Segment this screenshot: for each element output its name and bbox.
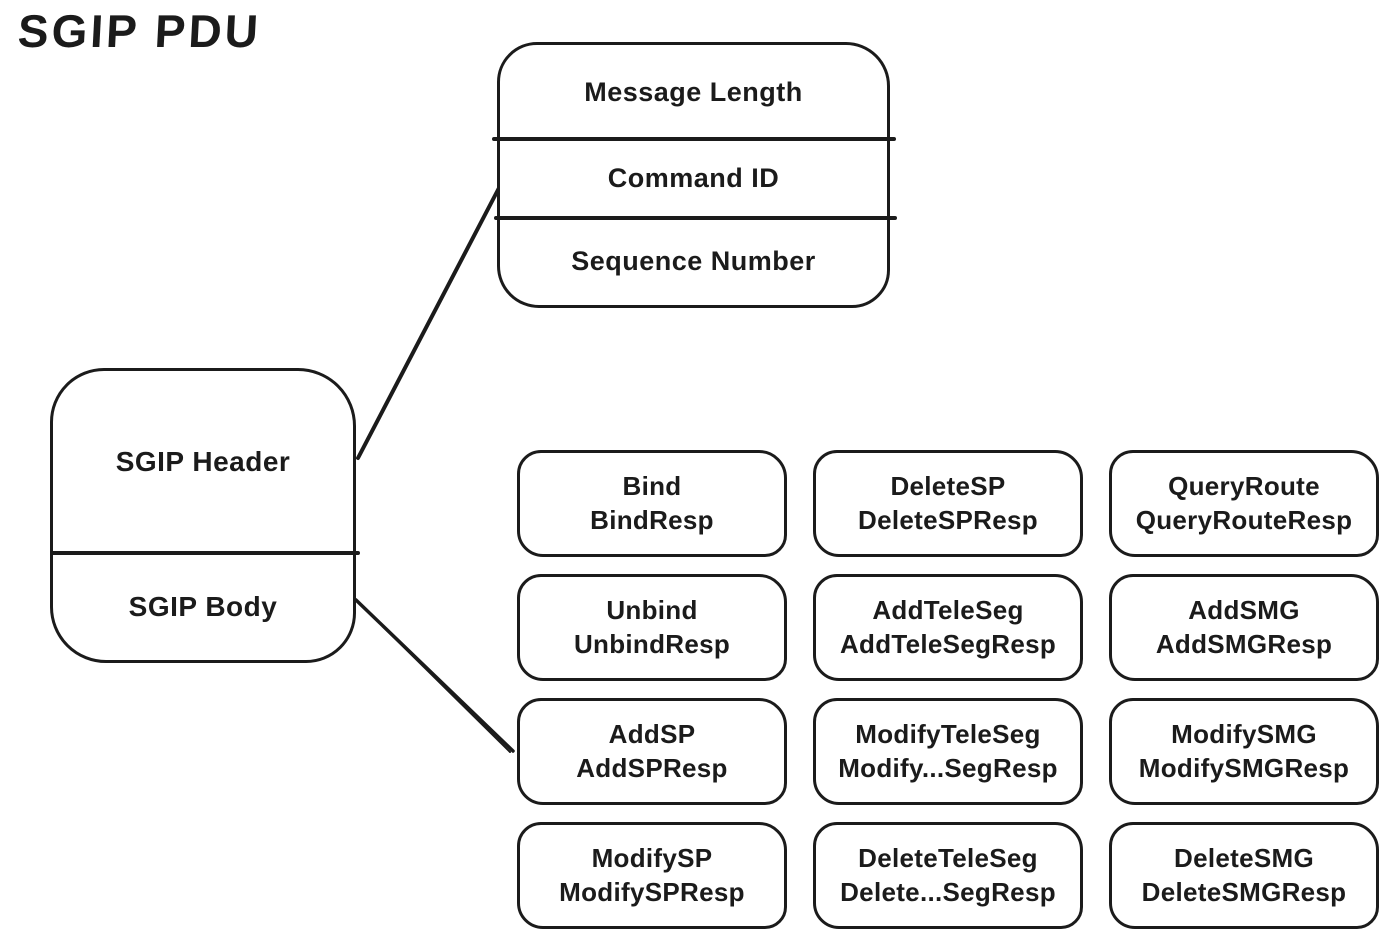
node-label: AddSP [608, 718, 696, 749]
node-label: ModifySMGResp [1138, 752, 1350, 783]
field-command-id: Command ID [607, 163, 780, 193]
node-label: ModifySPResp [559, 876, 745, 907]
node-label: AddSMG [1188, 594, 1300, 625]
node-label: Unbind [606, 594, 698, 625]
edge-body-line-doublestroke [352, 596, 511, 753]
node-deleteteleseg: DeleteTeleSeg Delete...SegResp [813, 822, 1083, 929]
node-label: Bind [622, 470, 682, 501]
node-label: DeleteSPResp [858, 504, 1038, 535]
node-label: Delete...SegResp [840, 876, 1056, 907]
node-label: DeleteTeleSeg [858, 842, 1038, 873]
node-label: AddSMGResp [1155, 628, 1333, 659]
node-bind: Bind BindResp [517, 450, 787, 557]
node-label: Modify...SegResp [838, 752, 1058, 783]
divider [51, 551, 360, 555]
node-label: UnbindResp [573, 628, 731, 659]
edge-body-line [354, 598, 515, 753]
node-label: AddTeleSeg [872, 594, 1024, 625]
section-sgip-body: SGIP Body [128, 590, 278, 622]
node-unbind: Unbind UnbindResp [517, 574, 787, 681]
node-queryroute: QueryRoute QueryRouteResp [1109, 450, 1379, 557]
command-grid: Bind BindResp DeleteSP DeleteSPResp Quer… [517, 450, 1379, 929]
node-label: QueryRoute [1168, 470, 1320, 501]
header-fields-box: Message Length Command ID Sequence Numbe… [492, 42, 897, 308]
section-sgip-header: SGIP Header [115, 446, 291, 477]
node-label: DeleteSMG [1174, 842, 1314, 873]
node-deletesmg: DeleteSMG DeleteSMGResp [1109, 822, 1379, 929]
sgip-pdu-box: SGIP Header SGIP Body [50, 368, 360, 663]
node-addsmg: AddSMG AddSMGResp [1109, 574, 1379, 681]
node-label: AddSPResp [576, 752, 728, 783]
node-label: DeleteSMGResp [1141, 876, 1347, 907]
diagram-title: SGIP PDU [16, 5, 263, 57]
divider [494, 216, 897, 220]
field-sequence-number: Sequence Number [571, 246, 816, 276]
divider [492, 137, 896, 141]
node-modifyteleseg: ModifyTeleSeg Modify...SegResp [813, 698, 1083, 805]
node-label: BindResp [590, 504, 714, 535]
node-modifysp: ModifySP ModifySPResp [517, 822, 787, 929]
node-label: ModifySP [591, 842, 713, 873]
node-label: QueryRouteResp [1135, 504, 1353, 535]
node-label: DeleteSP [890, 470, 1006, 501]
node-addsp: AddSP AddSPResp [517, 698, 787, 805]
field-message-length: Message Length [584, 76, 803, 107]
node-label: AddTeleSegResp [839, 628, 1057, 659]
node-deletesp: DeleteSP DeleteSPResp [813, 450, 1083, 557]
node-addteleseg: AddTeleSeg AddTeleSegResp [813, 574, 1083, 681]
node-label: ModifyTeleSeg [855, 718, 1041, 749]
node-label: ModifySMG [1171, 718, 1317, 749]
edge-header-line [356, 184, 502, 460]
node-modifysmg: ModifySMG ModifySMGResp [1109, 698, 1379, 805]
